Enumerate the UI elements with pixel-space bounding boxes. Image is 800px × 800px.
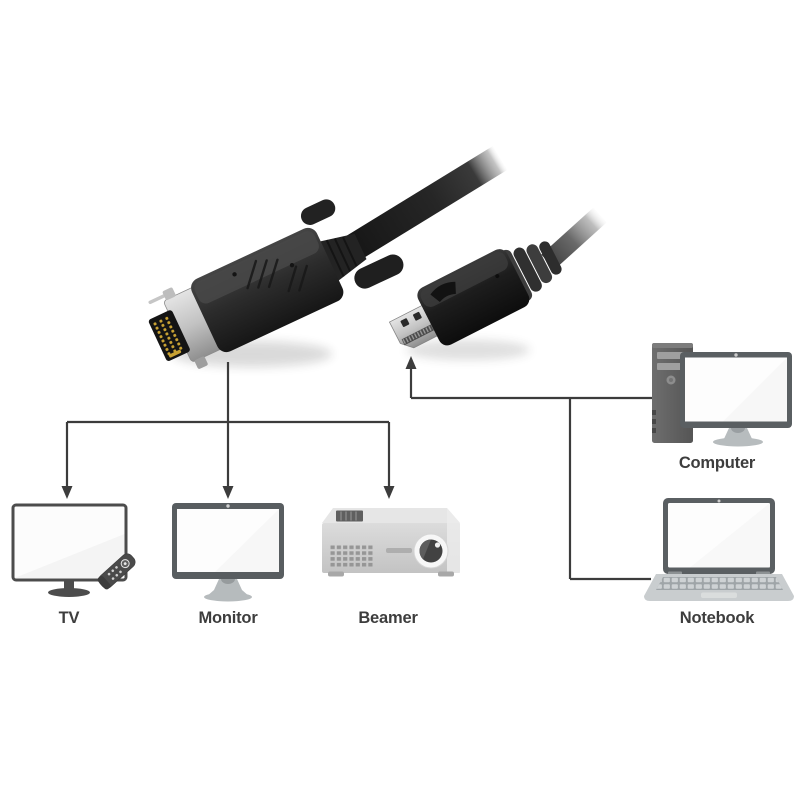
dp-pin-strip-pins [401,324,435,346]
dvi-screw-top [162,287,176,300]
displayport-cable [541,207,607,270]
connection-lines [65,362,652,581]
laptop-icon [644,498,794,601]
tv-label: TV [59,609,80,627]
desktop-computer-icon [652,343,792,447]
dvi-cable [342,146,508,262]
dvi-hood-dot [232,272,237,277]
projector-right-face [447,508,460,573]
dvi-hood-ridges [246,258,308,293]
cable-photo [148,146,607,369]
projector-top-vent [336,510,363,522]
notebook-keyboard-keys [656,577,783,590]
computer-screen-sheen [723,357,787,422]
monitor-webcam-dot [226,504,230,508]
computer-stand-base [713,437,763,447]
projector-lens-shine [419,539,431,560]
projector-foot-right [438,571,454,577]
dp-body-dot [495,274,500,279]
dvi-hood [191,227,344,353]
strain-rib [342,236,358,267]
dp-body [417,249,530,346]
computer-stand-notch [731,428,745,433]
arrowhead-displayport [405,356,417,369]
notebook-touchpad [701,592,737,598]
arrowhead-monitor [222,486,234,499]
projector-slot [386,548,412,553]
notebook-screen-sheen [690,503,770,568]
projector-lens-dot [434,542,441,548]
dvi-pin-grid [151,314,186,357]
projector-front-vents [330,545,374,568]
arrowhead-tv [61,486,73,499]
tv-stand-base [48,588,90,597]
tv-remote [97,553,136,590]
dp-latch-notch [430,281,456,303]
notebook-webcam-dot [717,499,721,503]
projector-top-vent-slats [340,511,357,521]
projector-icon [322,508,460,577]
tv-screen-sheen [14,534,125,578]
notebook-label: Notebook [680,609,756,627]
dvi-hood-top-face [194,231,319,304]
monitor-label: Monitor [198,609,258,627]
dp-tip-hole [400,318,410,327]
monitor-stand-notch [221,579,235,584]
monitor-icon [172,503,284,602]
dvi-upper-stub [300,199,336,225]
strain-rib [333,238,351,272]
tower-top-edge [652,343,693,348]
monitor-stand-base [204,592,252,602]
dvi-flat-blade [168,349,182,358]
dvi-hood-dot [289,262,295,268]
dvi-screw-stub [354,254,404,289]
tower-power-button-inner [669,378,673,382]
monitor-screen-sheen [215,509,279,572]
beamer-label: Beamer [358,609,418,627]
strain-rib [325,239,345,277]
displayport-connector-shadow [406,340,530,360]
tv-stand-neck [64,580,74,590]
projector-foot-left [328,571,344,577]
dvi-screw-bottom [194,356,208,369]
dp-tip-hole [413,311,422,321]
arrowhead-beamer [383,486,395,499]
displayport-connector [388,241,562,349]
dvi-strain-relief [318,233,367,282]
arrowheads [61,356,417,499]
tower-vent-notches [652,410,656,433]
dvi-connector [148,199,404,369]
dvi-screw-pin-top [148,293,167,305]
monitor-stand-neck [214,579,242,590]
computer-label: Computer [679,454,756,472]
computer-webcam-dot [734,353,738,357]
tv-icon [11,503,136,597]
